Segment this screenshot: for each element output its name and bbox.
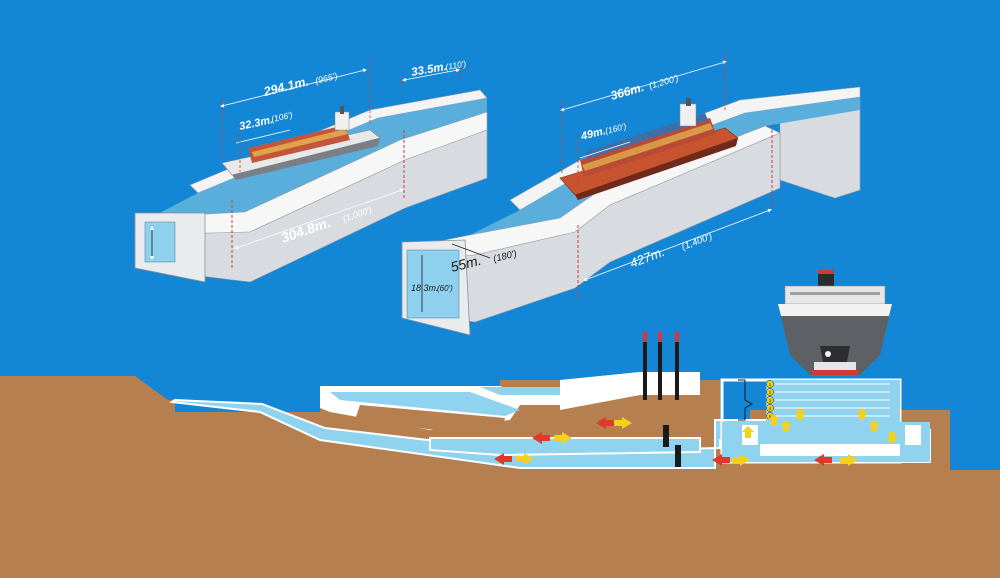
svg-text:3: 3	[769, 398, 772, 403]
yellow-arrow-icon	[742, 426, 754, 438]
old-ship-beam-label: 32.3m.	[238, 114, 274, 133]
yellow-arrow-icon	[614, 417, 632, 429]
red-arrow-icon	[494, 453, 512, 465]
red-arrow-icon	[814, 454, 832, 466]
culvert-level-markers: 1 2 3 4 5	[766, 380, 774, 420]
svg-text:1: 1	[769, 382, 772, 387]
level-marker: 4	[766, 404, 774, 412]
yellow-arrow-icon	[868, 420, 880, 432]
yellow-arrow-icon	[886, 432, 898, 444]
svg-text:5: 5	[769, 414, 772, 419]
ground-cross-section	[0, 332, 1000, 578]
yellow-arrow-icon	[794, 408, 806, 420]
old-lock-gate-width-ft-label: (110')	[445, 58, 467, 71]
yellow-arrow-icon	[516, 453, 534, 465]
yellow-arrow-icon	[732, 454, 750, 466]
flow-arrows	[494, 408, 898, 466]
new-lock-length-ft-label: (1,200')	[648, 73, 680, 91]
red-arrow-icon	[532, 432, 550, 444]
yellow-arrow-icon	[780, 420, 792, 432]
new-chamber-length-ft-label: (1,400')	[680, 231, 714, 253]
old-lock-length-label: 294.1m.	[261, 74, 310, 99]
level-marker: 2	[766, 388, 774, 396]
red-arrow-icon	[596, 417, 614, 429]
new-chamber-depth-label: 18.3m.	[411, 283, 439, 293]
new-chamber-width-label: 55m.	[449, 252, 483, 275]
old-lock-ship	[221, 106, 381, 180]
new-lock-length-label: 366m.	[609, 80, 646, 103]
yellow-arrow-icon	[856, 408, 868, 420]
yellow-arrow-icon	[554, 432, 572, 444]
yellow-arrow-icon	[840, 454, 858, 466]
new-lock-illustration: 366m. (1,200') 49m. (160') 55m. (180') 1…	[401, 52, 861, 336]
new-chamber-depth-ft-label: (60')	[437, 284, 453, 293]
svg-text:2: 2	[769, 390, 772, 395]
new-ship-beam-label: 49m.	[579, 125, 607, 143]
old-ship-beam-ft-label: (106')	[270, 110, 293, 124]
svg-text:4: 4	[769, 406, 772, 411]
level-marker: 1	[766, 380, 774, 388]
new-lock-ship	[559, 98, 739, 200]
neopanamax-ship-front-view	[778, 270, 892, 375]
red-arrow-icon	[712, 454, 730, 466]
old-lock-gate-width-label: 33.5m.	[410, 61, 447, 79]
old-lock-length-ft-label: (965')	[314, 71, 338, 86]
old-lock-illustration: 294.1m. (965') 33.5m. (110') 32.3m. (106…	[134, 58, 488, 283]
yellow-arrow-icon	[768, 414, 780, 426]
level-marker: 3	[766, 396, 774, 404]
new-ship-beam-ft-label: (160')	[604, 121, 627, 136]
